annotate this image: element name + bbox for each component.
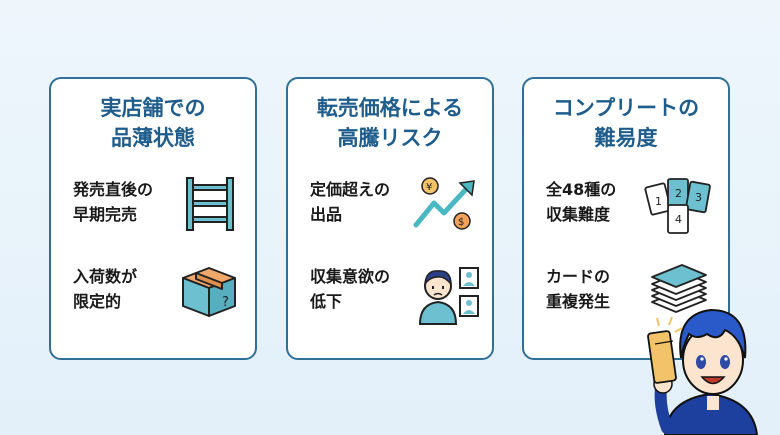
card-title: コンプリートの 難易度 [552,96,700,150]
card-title: 実店舗での 品薄状態 [100,96,206,150]
svg-text:?: ? [222,295,229,310]
card-resale-risk: 転売価格による 高騰リスク 定価超えの 出品 ¥ $ 収集意欲の 低下 [286,77,494,360]
item-label: 入荷数が 限定的 [73,267,138,311]
sad-person-icon [418,267,479,325]
item-label: 定価超えの 出品 [310,180,391,224]
item-label: 収集意欲の 低下 [310,267,391,311]
item-label: 発売直後の 早期完売 [73,180,154,224]
svg-text:2: 2 [675,187,682,200]
svg-text:3: 3 [695,191,702,204]
empty-shelf-icon [186,177,234,231]
svg-text:¥: ¥ [426,182,432,193]
card-stack-icon [651,264,707,313]
price-up-icon: ¥ $ [413,177,475,230]
boy-with-pack-icon [647,308,759,435]
card-title: 転売価格による 高騰リスク [316,96,464,150]
svg-text:4: 4 [675,213,682,226]
svg-text:$: $ [458,217,464,228]
item-label: 全48種の 収集難度 [546,180,617,224]
cards-icon: 12 34 [644,178,711,234]
card-stock-shortage: 実店舗での 品薄状態 発売直後の 早期完売 入荷数が 限定的 ? [49,77,257,360]
box-icon: ? [182,267,236,317]
svg-text:1: 1 [655,195,662,208]
item-label: カードの 重複発生 [546,267,611,311]
